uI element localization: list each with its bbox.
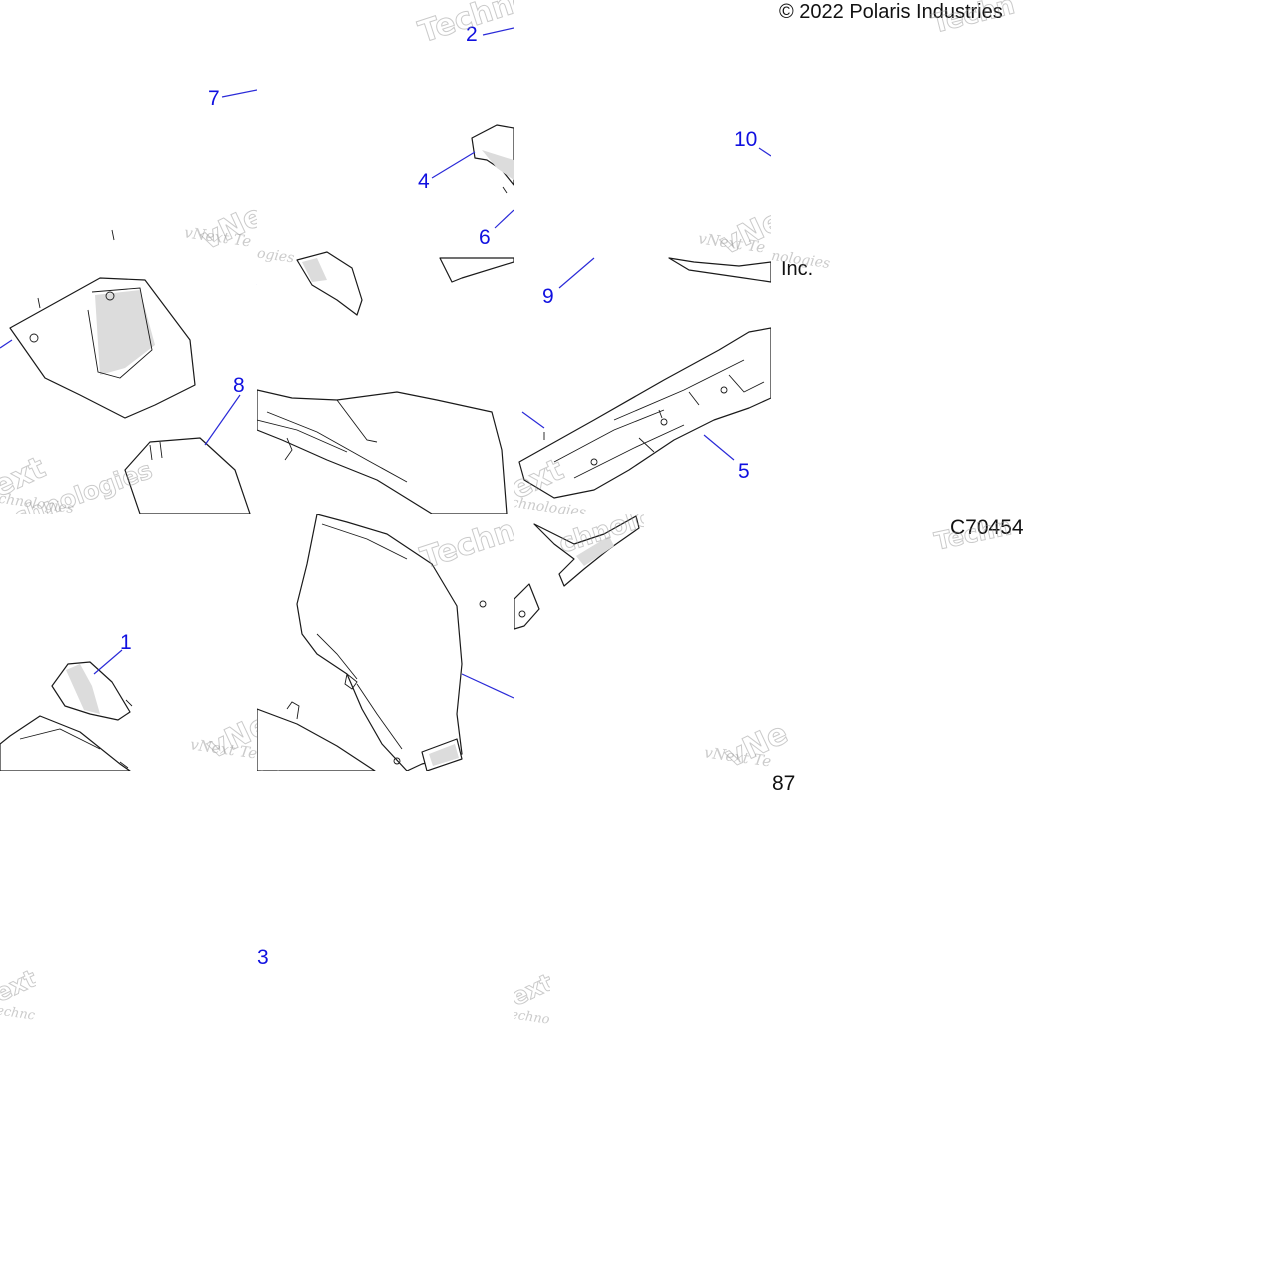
bracket-drawing: [514, 515, 640, 630]
tile-top-left: 7 8 vNext Te vNe ext chnologies chnologi…: [0, 0, 257, 514]
small-cover-plate: [514, 583, 540, 630]
tile-header-right: © 2022 Polaris Industries Techn: [771, 0, 1028, 60]
page-number: 87: [772, 772, 796, 795]
callout-5[interactable]: 5: [738, 460, 750, 483]
tile-mid-center: Techno ogies: [257, 514, 514, 771]
watermark-text: echnc: [0, 1003, 36, 1024]
watermark-text: vNext Te: [703, 743, 773, 771]
figure-code: C70454: [950, 516, 1024, 539]
tile-figure-code: C70454 Techn: [930, 510, 1030, 550]
mount-bracket-10: [668, 257, 771, 283]
callout-4[interactable]: 4: [418, 170, 430, 193]
lower-panel-8: [124, 437, 251, 514]
copyright-text: © 2022 Polaris Industries: [779, 1, 1003, 23]
callout-8[interactable]: 8: [233, 374, 245, 397]
watermark-text: echno: [514, 1007, 550, 1028]
callout-10[interactable]: 10: [734, 128, 758, 151]
callout-2[interactable]: 2: [466, 23, 478, 46]
callout-3[interactable]: 3: [257, 946, 269, 969]
fender-part-6-corner: [439, 257, 514, 283]
callout-1[interactable]: 1: [120, 631, 132, 654]
side-fender-3: [296, 514, 463, 771]
main-side-panel: [257, 389, 508, 514]
watermark-logo: vNe: [719, 720, 794, 776]
fender-drawing: [257, 27, 514, 514]
callout-6[interactable]: 6: [479, 226, 491, 249]
tile-bottom-center: 3: [257, 930, 297, 980]
tile-inc: Inc. nologies: [771, 250, 851, 290]
tile-mid-right: chnologies: [514, 514, 644, 654]
skid-plate-drawing: [0, 89, 257, 514]
skid-plate-5-drawing: [518, 147, 771, 499]
side-fender-drawing: [257, 514, 514, 771]
watermark-logo: ext: [514, 968, 550, 1012]
tile-top-middle: 2 4 6 Techno ogies: [257, 0, 514, 514]
watermark-logo: ext: [0, 964, 36, 1009]
callout-9[interactable]: 9: [542, 285, 554, 308]
tile-bottom-left-wm: ext echnc: [0, 960, 36, 1030]
tile-bottom-mid-wm: ext echno: [514, 968, 550, 1030]
tile-top-right: 5 9 10 vNext Te vNe ext chnologies: [514, 0, 771, 514]
callout-7[interactable]: 7: [208, 87, 220, 110]
lower-guard-edge: [0, 715, 131, 771]
lower-side-edge: [257, 708, 376, 771]
tile-page-number: 87 vNext Te vNe: [700, 720, 810, 800]
tile-mid-left: 1 vNext Te vNe: [0, 514, 257, 771]
part-1-drawing: [0, 649, 133, 771]
copyright-suffix: Inc.: [781, 258, 814, 280]
skid-plate-5: [518, 327, 771, 499]
